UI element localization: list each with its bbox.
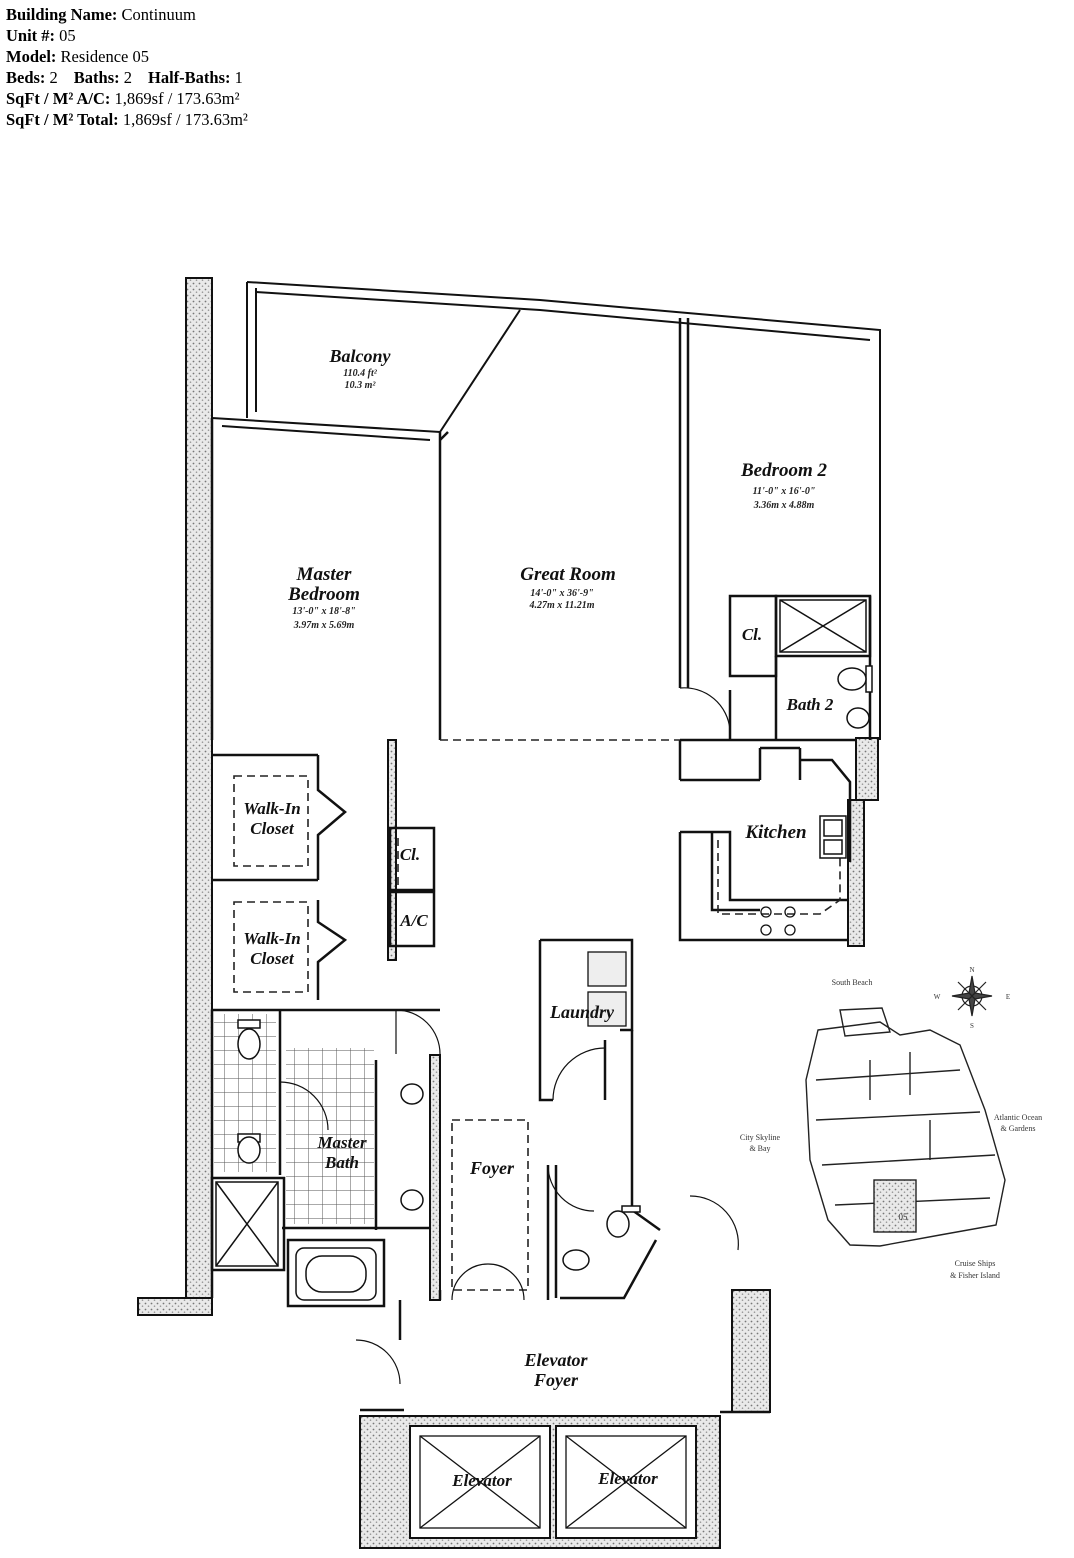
master-bath-tile-floor — [286, 1048, 374, 1224]
compass-s: S — [970, 1022, 974, 1030]
elevator-foyer-label-b: Foyer — [533, 1370, 579, 1390]
model-label: Model: — [6, 47, 57, 66]
key-plan-east-label-1: Atlantic Ocean — [994, 1113, 1042, 1122]
bedroom2-label: Bedroom 2 — [740, 460, 828, 481]
sqft-ac-value: 1,869sf / 173.63m² — [114, 89, 240, 108]
bedroom2-closet-label: Cl. — [742, 625, 762, 644]
interior-walls — [210, 318, 872, 1414]
unit-value: 05 — [59, 26, 76, 45]
foyer-label: Foyer — [469, 1158, 515, 1178]
toilet-icon — [237, 665, 873, 1238]
listing-info: Building Name: Continuum Unit #: 05 Mode… — [6, 4, 248, 130]
sqft-ac-row: SqFt / M² A/C: 1,869sf / 173.63m² — [6, 88, 248, 109]
walkin-closet-2-label-b: Closet — [250, 949, 295, 968]
sqft-total-row: SqFt / M² Total: 1,869sf / 173.63m² — [6, 109, 248, 130]
bathtub-icon — [295, 1247, 377, 1301]
balcony-area-ft: 110.4 ft² — [343, 368, 378, 379]
compass-n: N — [969, 966, 974, 974]
hall-closet-label: Cl. — [400, 845, 420, 864]
exterior-walls — [137, 277, 879, 1413]
laundry-label: Laundry — [549, 1002, 615, 1022]
elevator-right-label: Elevator — [597, 1469, 658, 1488]
half-baths-value: 1 — [234, 68, 243, 87]
unit-row: Unit #: 05 — [6, 25, 248, 46]
half-baths-label: Half-Baths: — [148, 68, 231, 87]
key-plan-east-label-2: & Gardens — [1001, 1124, 1036, 1133]
master-bedroom-label-1: Master — [296, 564, 353, 585]
compass-w: W — [934, 993, 941, 1001]
sqft-ac-label: SqFt / M² A/C: — [6, 89, 111, 108]
beds-value: 2 — [49, 68, 58, 87]
cooktop-icon — [760, 906, 796, 936]
model-row: Model: Residence 05 — [6, 46, 248, 67]
shower-icon — [215, 599, 867, 1267]
building-name-label: Building Name: — [6, 5, 118, 24]
compass-icon — [951, 975, 993, 1017]
kitchen-label: Kitchen — [744, 822, 806, 843]
building-name-value: Continuum — [121, 5, 196, 24]
building-footprint — [805, 1007, 1006, 1247]
compass-e: E — [1006, 993, 1010, 1001]
key-plan-unit-marker: 05 — [899, 1212, 909, 1222]
great-room-dim-m: 4.27m x 11.21m — [528, 600, 594, 611]
master-bedroom-dim-ft: 13'-0" x 18'-8" — [292, 606, 355, 617]
master-bath-label-a: Master — [316, 1133, 367, 1152]
balcony-outline — [211, 281, 881, 740]
walkin-closet-2-label-a: Walk-In — [243, 929, 300, 948]
baths-label: Baths: — [73, 68, 120, 87]
bedroom2-dim-m: 3.36m x 4.88m — [753, 500, 815, 511]
bath2-label: Bath 2 — [786, 695, 834, 714]
washer-dryer-icon — [587, 951, 627, 1027]
elevator-left-label: Elevator — [451, 1471, 512, 1490]
master-bedroom-label-2: Bedroom — [287, 584, 360, 605]
walkin-closet-1-label-b: Closet — [250, 819, 295, 838]
sqft-total-label: SqFt / M² Total: — [6, 110, 119, 129]
door-swings — [279, 1009, 739, 1385]
key-plan-west-label-1: City Skyline — [740, 1133, 781, 1142]
great-room-dim-ft: 14'-0" x 36'-9" — [530, 588, 593, 599]
room-labels: Balcony 110.4 ft² 10.3 m² Master Bedroom… — [243, 346, 834, 1490]
sink-icon — [400, 707, 870, 1271]
baths-value: 2 — [123, 68, 133, 87]
key-plan: N S E W South Beach Atlantic Ocean & Gar… — [740, 966, 1042, 1280]
dashed-outlines — [233, 739, 841, 1291]
elevator-bank — [359, 1415, 721, 1549]
model-value: Residence 05 — [60, 47, 149, 66]
unit-label: Unit #: — [6, 26, 56, 45]
master-bedroom-dim-m: 3.97m x 5.69m — [293, 620, 355, 631]
key-plan-north-label: South Beach — [832, 978, 873, 987]
ac-label: A/C — [399, 911, 428, 930]
key-plan-south-label-2: & Fisher Island — [950, 1271, 1000, 1280]
master-bath-label-b: Bath — [324, 1153, 359, 1172]
balcony-label: Balcony — [329, 346, 392, 366]
elevator-foyer-label-a: Elevator — [524, 1350, 589, 1370]
great-room-label: Great Room — [520, 564, 616, 585]
key-plan-south-label-1: Cruise Ships — [955, 1259, 996, 1268]
bedroom2-dim-ft: 11'-0" x 16'-0" — [753, 486, 816, 497]
building-name-row: Building Name: Continuum — [6, 4, 248, 25]
walkin-closet-1-label-a: Walk-In — [243, 799, 300, 818]
balcony-area-m: 10.3 m² — [345, 380, 377, 391]
key-plan-west-label-2: & Bay — [749, 1144, 770, 1153]
sqft-total-value: 1,869sf / 173.63m² — [122, 110, 248, 129]
beds-label: Beds: — [6, 68, 46, 87]
